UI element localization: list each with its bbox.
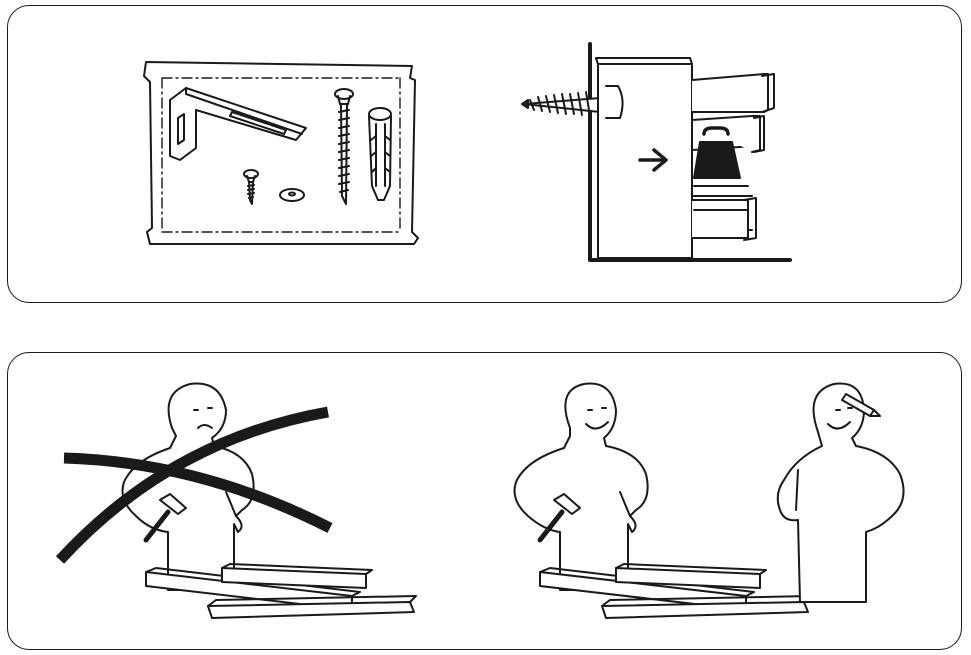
person-with-pencil	[776, 382, 905, 603]
washer	[279, 188, 305, 202]
pencil-icon	[841, 393, 881, 417]
planks-right	[539, 563, 811, 619]
open-drawers	[691, 73, 775, 241]
weight-icon	[693, 126, 741, 179]
hardware-panel	[7, 5, 962, 303]
hardware-bag	[143, 61, 419, 245]
hammer-icon	[537, 493, 581, 543]
short-screw	[243, 169, 259, 205]
long-screw	[334, 88, 354, 205]
planks-left	[145, 563, 417, 619]
arrow-right-icon	[638, 148, 668, 172]
prohibited-cross	[55, 406, 333, 564]
angle-bracket	[169, 87, 307, 161]
person-with-hammer	[513, 382, 649, 591]
hammer-icon	[143, 493, 187, 543]
wall-plug	[368, 107, 392, 201]
